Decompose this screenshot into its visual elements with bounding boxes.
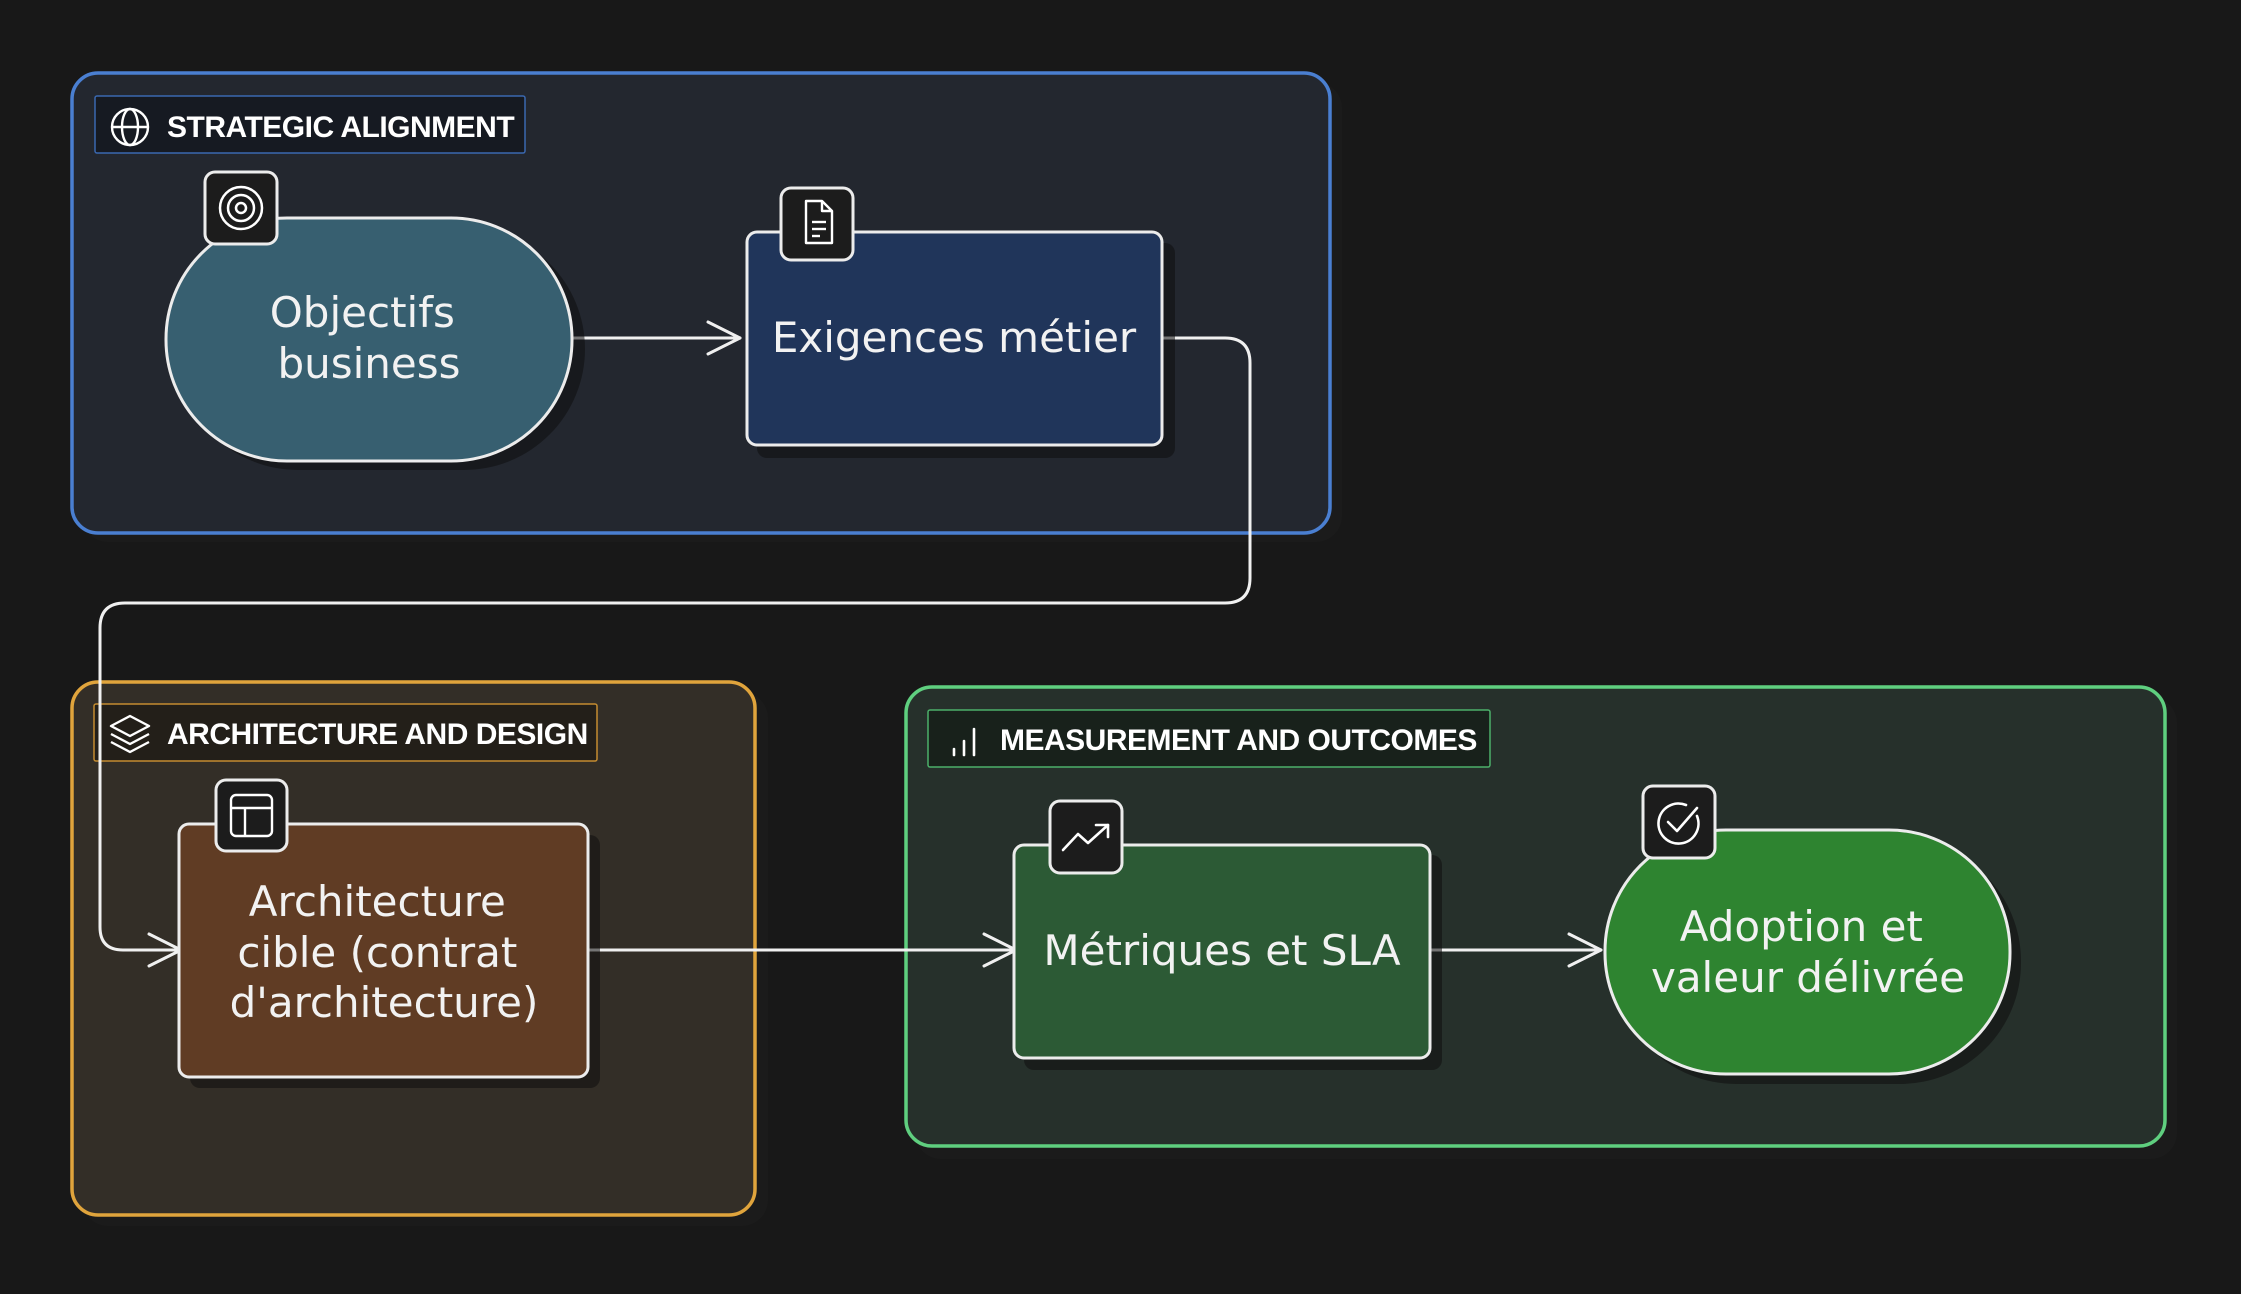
trending-up-icon (1048, 799, 1124, 875)
layers-icon (109, 714, 151, 754)
layout-icon (214, 778, 289, 853)
group-measurement-title: MEASUREMENT AND OUTCOMES (1000, 724, 1477, 757)
node-architecture-label: Architecture cible (contrat d'architectu… (230, 877, 539, 1027)
node-metriques-label: Métriques et SLA (1043, 926, 1401, 975)
node-architecture-line-3: d'architecture) (230, 978, 539, 1027)
node-adoption-valeur[interactable]: Adoption et valeur délivrée (1603, 784, 2021, 1084)
edges (98, 320, 1603, 968)
group-measurement-label-box (927, 709, 1491, 768)
node-objectifs-label: Objectifs business (270, 288, 468, 388)
node-architecture-cible[interactable]: Architecture cible (contrat d'architectu… (177, 778, 600, 1088)
node-objectifs-business[interactable]: Objectifs business (164, 170, 585, 470)
node-adoption-line-1: Adoption et (1680, 902, 1923, 951)
node-objectifs-line-1: Objectifs (270, 288, 455, 337)
node-adoption-line-2: valeur délivrée (1651, 953, 1965, 1002)
group-strategic-label-box (94, 95, 526, 154)
group-strategic-title: STRATEGIC ALIGNMENT (167, 111, 514, 144)
check-circle-icon (1641, 784, 1717, 860)
node-exigences-line-1: Exigences métier (772, 313, 1137, 362)
edge-metriques-adoption (1429, 932, 1603, 968)
node-adoption-label: Adoption et valeur délivrée (1651, 902, 1965, 1002)
document-icon (779, 186, 855, 262)
node-exigences-label: Exigences métier (772, 313, 1137, 362)
bar-chart-icon (952, 727, 976, 757)
node-architecture-line-2: cible (contrat (237, 928, 517, 977)
node-exigences-metier[interactable]: Exigences métier (745, 186, 1175, 458)
group-architecture-label-box (93, 703, 598, 762)
node-architecture-line-1: Architecture (249, 877, 506, 926)
edge-objectifs-exigences (571, 320, 742, 356)
node-metriques-sla[interactable]: Métriques et SLA (1012, 799, 1442, 1070)
target-icon (203, 170, 279, 246)
globe-icon (110, 107, 150, 147)
node-objectifs-line-2: business (277, 339, 460, 388)
node-metriques-line-1: Métriques et SLA (1043, 926, 1401, 975)
group-architecture-title: ARCHITECTURE AND DESIGN (167, 718, 588, 751)
